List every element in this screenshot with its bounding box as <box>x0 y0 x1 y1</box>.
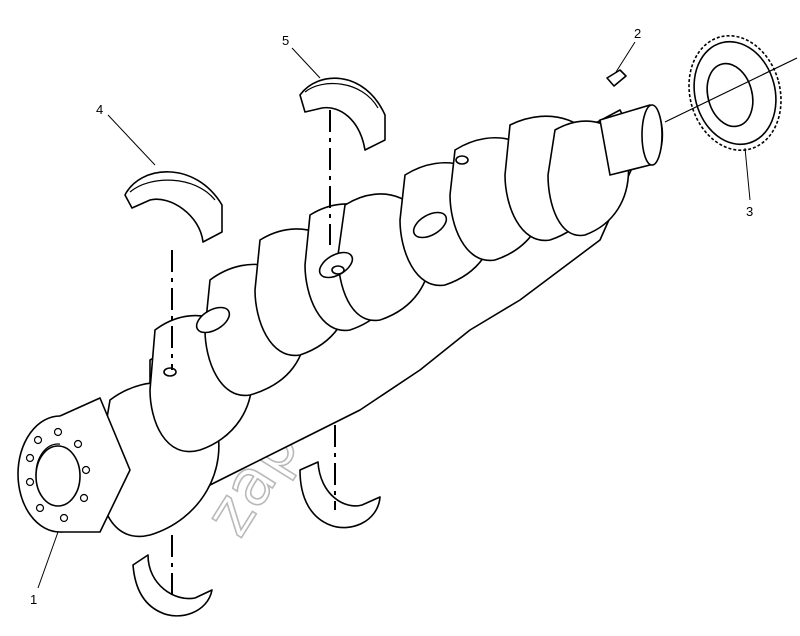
callout-3: 3 <box>744 147 753 219</box>
main-bearing-upper-icon <box>124 171 223 370</box>
svg-text:4: 4 <box>96 102 103 117</box>
svg-text:5: 5 <box>282 33 289 48</box>
callout-2: 2 <box>615 26 641 73</box>
crankshaft-icon <box>17 104 664 538</box>
main-bearing-upper-icon <box>299 77 386 245</box>
callout-4: 4 <box>96 102 156 166</box>
crankshaft-gear-icon <box>664 34 798 152</box>
svg-text:3: 3 <box>746 204 753 219</box>
svg-text:2: 2 <box>634 26 641 41</box>
flange-bolt-holes <box>25 427 91 523</box>
main-bearing-lower-icon <box>132 535 213 617</box>
callout-1: 1 <box>30 531 59 607</box>
callout-5: 5 <box>282 33 321 79</box>
svg-text:1: 1 <box>30 592 37 607</box>
main-bearing-lower-icon <box>299 425 381 529</box>
woodruff-key-icon <box>606 69 627 87</box>
